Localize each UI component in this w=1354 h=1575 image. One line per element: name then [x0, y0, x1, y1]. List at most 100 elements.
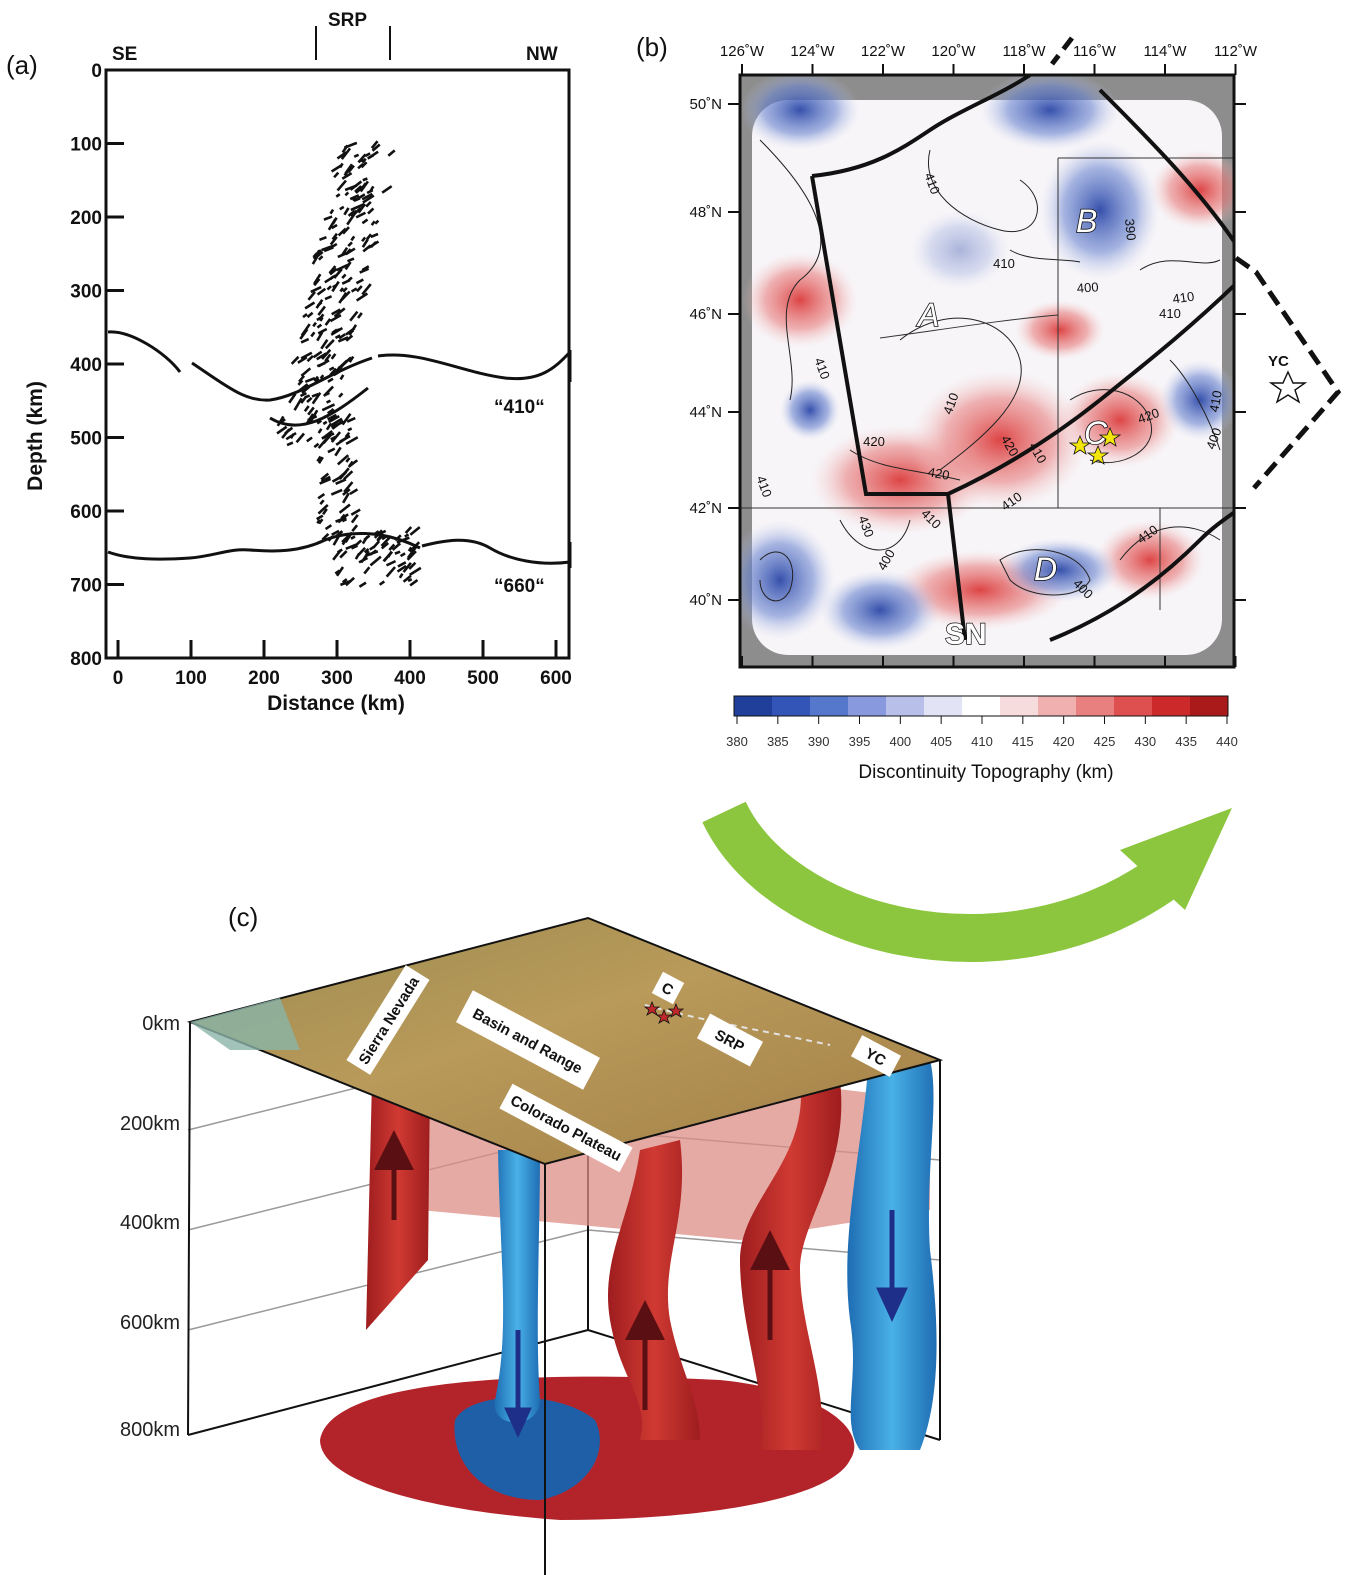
plume-speckle	[362, 194, 375, 204]
plume-speckle	[349, 310, 359, 322]
panel-a-nw-label: NW	[526, 44, 558, 65]
plume-speckle	[404, 526, 413, 534]
x-tick-label: 100	[175, 668, 207, 689]
plume-speckle	[324, 339, 335, 350]
plume-speckle	[385, 566, 397, 578]
plume-speckle	[316, 323, 323, 329]
snake-river-plain-track	[644, 1004, 831, 1046]
y-tick-label: 200	[70, 208, 102, 229]
box-front-edges	[187, 1021, 941, 1575]
plume-speckle	[363, 548, 370, 554]
plume-speckle	[303, 405, 310, 413]
plume-speckle	[346, 416, 356, 423]
panel-b-label: (b)	[636, 32, 668, 62]
plume-speckle	[310, 331, 316, 338]
colorbar-tick-label: 425	[1094, 734, 1116, 749]
label-410: “410“	[494, 397, 545, 418]
plume-speckle	[284, 426, 294, 435]
contour-label: 410	[1206, 389, 1225, 413]
region-b-label: B	[1076, 203, 1097, 239]
plume-speckle	[331, 280, 340, 293]
dashed-boundary-top	[1050, 36, 1074, 66]
plume-speckle	[311, 392, 322, 405]
plume-speckle	[362, 177, 368, 182]
lon-tick-label: 120˚W	[931, 43, 976, 60]
plume-speckle	[327, 447, 336, 454]
plume-speckle	[322, 385, 335, 397]
plume-speckle	[349, 194, 360, 201]
lon-tick-label: 116˚W	[1073, 43, 1117, 60]
region-a-label: A	[916, 297, 939, 333]
volcanic-center-stars	[1068, 426, 1122, 465]
plume-speckle	[307, 291, 316, 301]
plume-speckle	[330, 326, 344, 336]
colorbar-segment	[848, 696, 887, 716]
plume-speckle	[319, 374, 325, 380]
plume-speckle	[317, 305, 326, 316]
plume-speckle	[300, 367, 312, 377]
plume-speckle	[336, 151, 348, 160]
plume-speckle	[369, 555, 382, 567]
plume-speckle	[335, 478, 347, 485]
plume-speckle	[341, 492, 350, 504]
plume-speckle	[341, 172, 353, 180]
plume-speckle	[341, 144, 349, 154]
plume-speckle	[350, 508, 361, 516]
plume-speckle	[329, 313, 342, 323]
y-tick-label: 400	[70, 355, 102, 376]
yellowstone-label: YC	[1268, 353, 1289, 370]
plume-speckle	[319, 477, 332, 485]
plume-speckle	[391, 542, 402, 551]
plume-speckle	[330, 417, 343, 427]
plume-speckle	[336, 454, 350, 466]
plume-speckle	[341, 273, 347, 279]
panel-c-label: (c)	[228, 902, 258, 932]
sierra-nevada-abbrev-label: SN	[945, 618, 987, 651]
plume-speckle	[345, 334, 354, 342]
colorbar-segment	[1152, 696, 1191, 716]
plume-speckle	[350, 209, 358, 218]
contour-label: 390	[1122, 218, 1139, 241]
contour-label: 400	[1203, 426, 1225, 452]
plume-speckle	[370, 232, 379, 239]
plume-speckle	[407, 546, 413, 552]
plume-speckle	[293, 397, 303, 411]
plume-speckle	[314, 250, 324, 259]
colorbar-frame	[733, 695, 1229, 717]
plume-speckle	[299, 328, 309, 340]
plume-speckle	[404, 533, 410, 538]
plume-speckle	[360, 182, 367, 191]
plume-speckle	[321, 403, 336, 412]
plume-speckle	[324, 274, 337, 284]
discontinuity-660-left-segment	[107, 531, 421, 561]
plume-speckle	[328, 414, 340, 424]
colorbar-segment	[772, 696, 811, 716]
plume-speckle	[399, 552, 406, 558]
colorbar-tick-label: 420	[1053, 734, 1075, 749]
discontinuity-410-lower-branch	[269, 386, 369, 427]
plume-speckle	[318, 255, 324, 261]
plume-speckle	[300, 337, 310, 344]
plume-speckle	[306, 436, 313, 443]
plume-speckle	[347, 427, 353, 432]
plume-speckle	[302, 313, 308, 319]
plume-speckle	[321, 429, 334, 440]
plume-speckle	[339, 579, 352, 587]
plume-speckle	[322, 508, 328, 516]
plume-speckle	[357, 153, 367, 164]
plume-speckle	[338, 503, 351, 514]
plume-speckle	[297, 356, 308, 364]
panel-a: (a) SE NW SRP 0100200300400500600700800 …	[6, 10, 572, 715]
y-tick-label: 100	[70, 135, 102, 156]
contour-label: 410	[753, 474, 775, 500]
plume-anomaly	[276, 140, 422, 588]
contour-label: 400	[1076, 279, 1099, 295]
plume-speckle	[327, 218, 337, 231]
plume-speckle	[352, 202, 365, 211]
panel-a-label: (a)	[6, 50, 38, 80]
plume-speckle	[343, 207, 350, 216]
plume-speckle	[388, 543, 396, 551]
